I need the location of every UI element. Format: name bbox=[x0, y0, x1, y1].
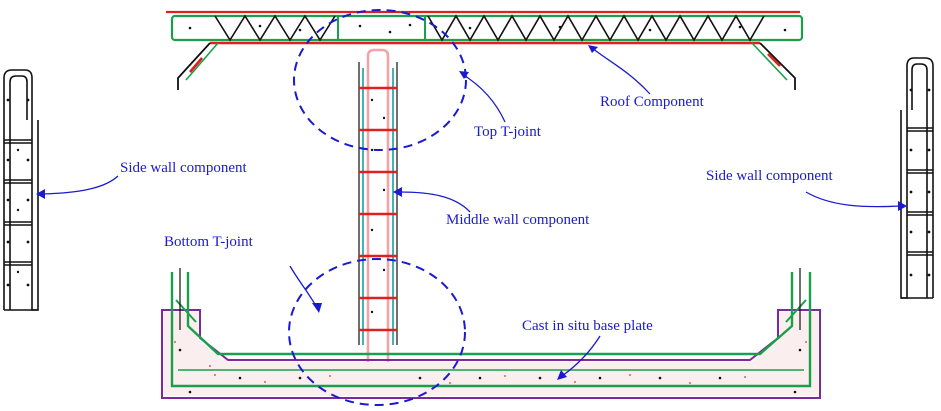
bottom-t-joint-ellipse bbox=[288, 258, 466, 406]
bottom-t-joint-arrow bbox=[289, 265, 317, 307]
top-t-joint-ellipse bbox=[293, 9, 467, 151]
right-side-wall bbox=[900, 57, 934, 299]
middle-wall-arrow bbox=[399, 191, 471, 213]
cast-in-situ-base-plate bbox=[161, 268, 821, 399]
middle-wall-label: Middle wall component bbox=[446, 212, 590, 228]
base-plate-label: Cast in situ base plate bbox=[522, 318, 653, 334]
top-t-joint-label: Top T-joint bbox=[474, 124, 542, 140]
left-side-wall bbox=[3, 69, 39, 311]
bottom-t-joint-label: Bottom T-joint bbox=[164, 234, 254, 250]
side-wall-left-label: Side wall component bbox=[120, 160, 247, 176]
side-wall-right-label: Side wall component bbox=[706, 168, 833, 184]
roof-component-label: Roof Component bbox=[600, 94, 705, 110]
base-plate-arrow bbox=[561, 335, 601, 377]
roof-arrow bbox=[591, 47, 651, 95]
middle-wall-component bbox=[358, 48, 398, 384]
side-wall-left-arrow bbox=[41, 175, 119, 195]
top-t-joint-arrow bbox=[461, 73, 506, 123]
side-wall-right-arrow bbox=[805, 191, 901, 208]
roof-component bbox=[166, 10, 804, 90]
